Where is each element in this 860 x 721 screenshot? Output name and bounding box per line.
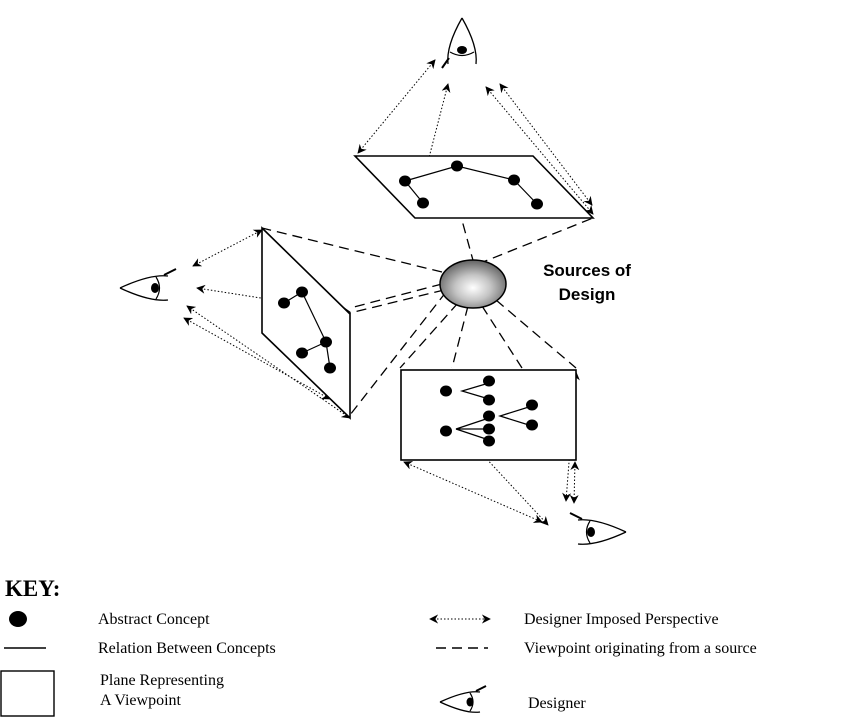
concept-node xyxy=(526,419,538,431)
concept-node xyxy=(451,160,463,172)
concept-node xyxy=(278,297,290,309)
concept-node xyxy=(531,198,543,210)
key-concept-dot-icon xyxy=(9,611,27,627)
concept-node xyxy=(483,394,495,406)
concept-node xyxy=(483,410,495,422)
sources-of-design-sphere xyxy=(439,259,507,309)
concept-node xyxy=(508,174,520,186)
concept-node xyxy=(483,423,495,435)
key-imposed-perspective: Designer Imposed Perspective xyxy=(524,611,719,628)
designer-eye-icon xyxy=(441,17,477,69)
key-title: KEY: xyxy=(5,576,60,601)
key-plane-icon xyxy=(0,670,55,717)
concept-node xyxy=(440,385,452,397)
concept-node xyxy=(483,375,495,387)
plane-bottom xyxy=(400,369,577,461)
concept-node xyxy=(399,175,411,187)
concept-node xyxy=(440,425,452,437)
key-plane-line1: Plane Representing xyxy=(100,672,224,689)
concept-node xyxy=(296,347,308,359)
concept-node xyxy=(324,362,336,374)
viewpoint-lines xyxy=(261,212,594,416)
key-designer: Designer xyxy=(528,695,586,712)
key-plane-line2: A Viewpoint xyxy=(100,692,182,709)
key-relation: Relation Between Concepts xyxy=(98,640,276,657)
plane-left xyxy=(261,226,351,420)
key-abstract-concept: Abstract Concept xyxy=(98,611,210,628)
source-label-line1: Sources of xyxy=(543,261,631,280)
concept-node xyxy=(296,286,308,298)
plane-top xyxy=(353,155,595,219)
concept-node xyxy=(320,336,332,348)
concept-node xyxy=(526,399,538,411)
designer-eye-icon xyxy=(569,512,627,545)
designer-eye-icon xyxy=(119,268,177,301)
source-label-line2: Design xyxy=(559,285,616,304)
concept-node xyxy=(417,197,429,209)
key-viewpoint-source: Viewpoint originating from a source xyxy=(524,640,757,657)
key-designer-eye-icon xyxy=(439,685,487,713)
concept-node xyxy=(483,435,495,447)
